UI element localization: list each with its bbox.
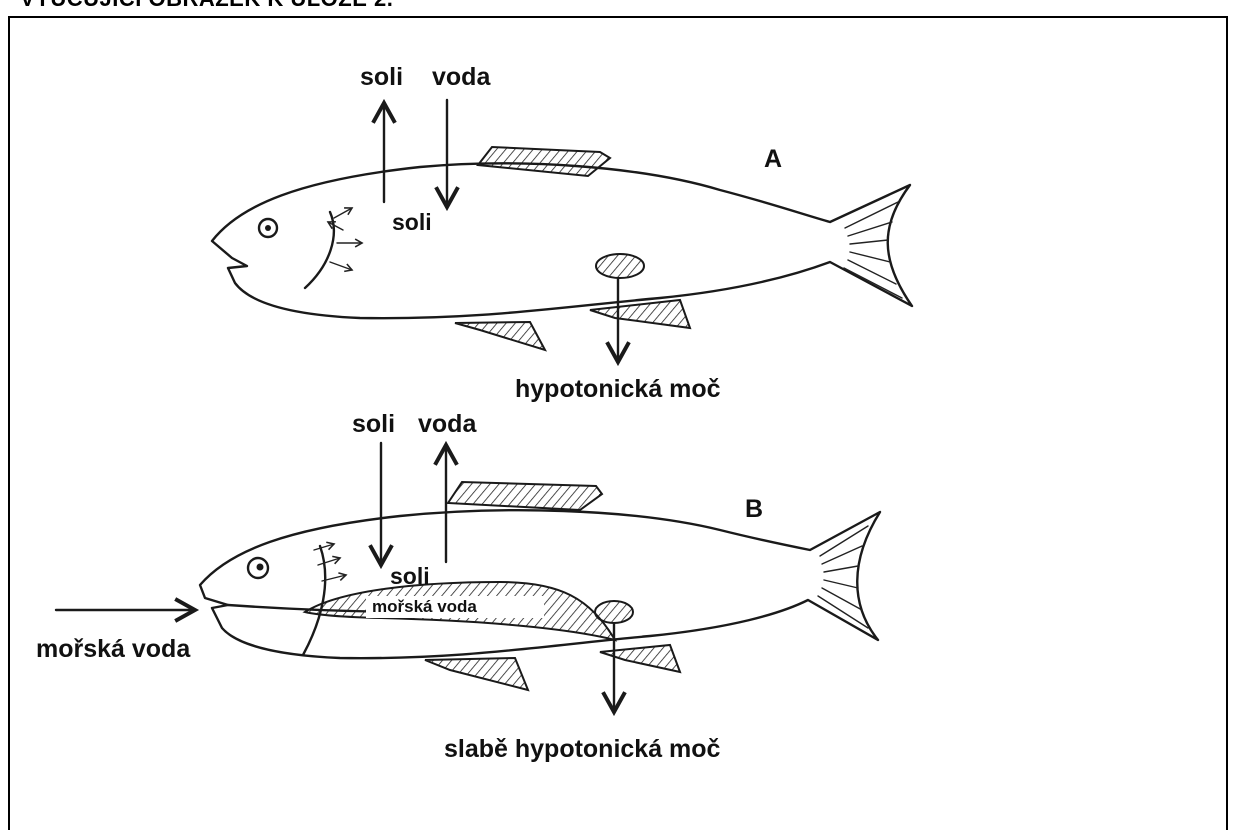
fish-b: soli voda soli mořská voda mořská voda s…: [36, 410, 880, 763]
fish-a-kidney: [596, 254, 644, 278]
fish-b-gill-salts-label: soli: [390, 563, 430, 589]
fish-a: soli voda soli hypotonická moč A: [212, 63, 912, 403]
fish-a-letter: A: [764, 145, 782, 173]
fish-b-salts-label: soli: [352, 410, 395, 438]
fish-a-pelvic-fin: [455, 322, 545, 350]
fish-b-pelvic-fin: [425, 658, 528, 690]
fish-b-letter: B: [745, 495, 763, 523]
fish-b-dorsal-fin: [448, 482, 602, 510]
fish-b-water-label: voda: [418, 410, 477, 438]
fish-b-urine-label: slabě hypotonická moč: [444, 735, 721, 763]
fish-b-gill: [303, 546, 325, 655]
fish-b-anal-fin: [600, 645, 680, 672]
fish-a-water-label: voda: [432, 63, 491, 91]
fish-a-salts-label: soli: [360, 63, 403, 91]
fish-a-gill-salts-label: soli: [392, 209, 432, 235]
fish-b-intake-label: mořská voda: [36, 635, 191, 663]
fish-b-gut-label: mořská voda: [372, 597, 477, 616]
fish-a-dorsal-fin: [478, 147, 610, 176]
fish-b-kidney: [595, 601, 633, 623]
fish-b-gill-arrows: [314, 544, 346, 581]
fish-b-body: [200, 510, 880, 658]
fish-a-urine-label: hypotonická moč: [515, 375, 721, 403]
fish-a-body: [212, 163, 912, 318]
